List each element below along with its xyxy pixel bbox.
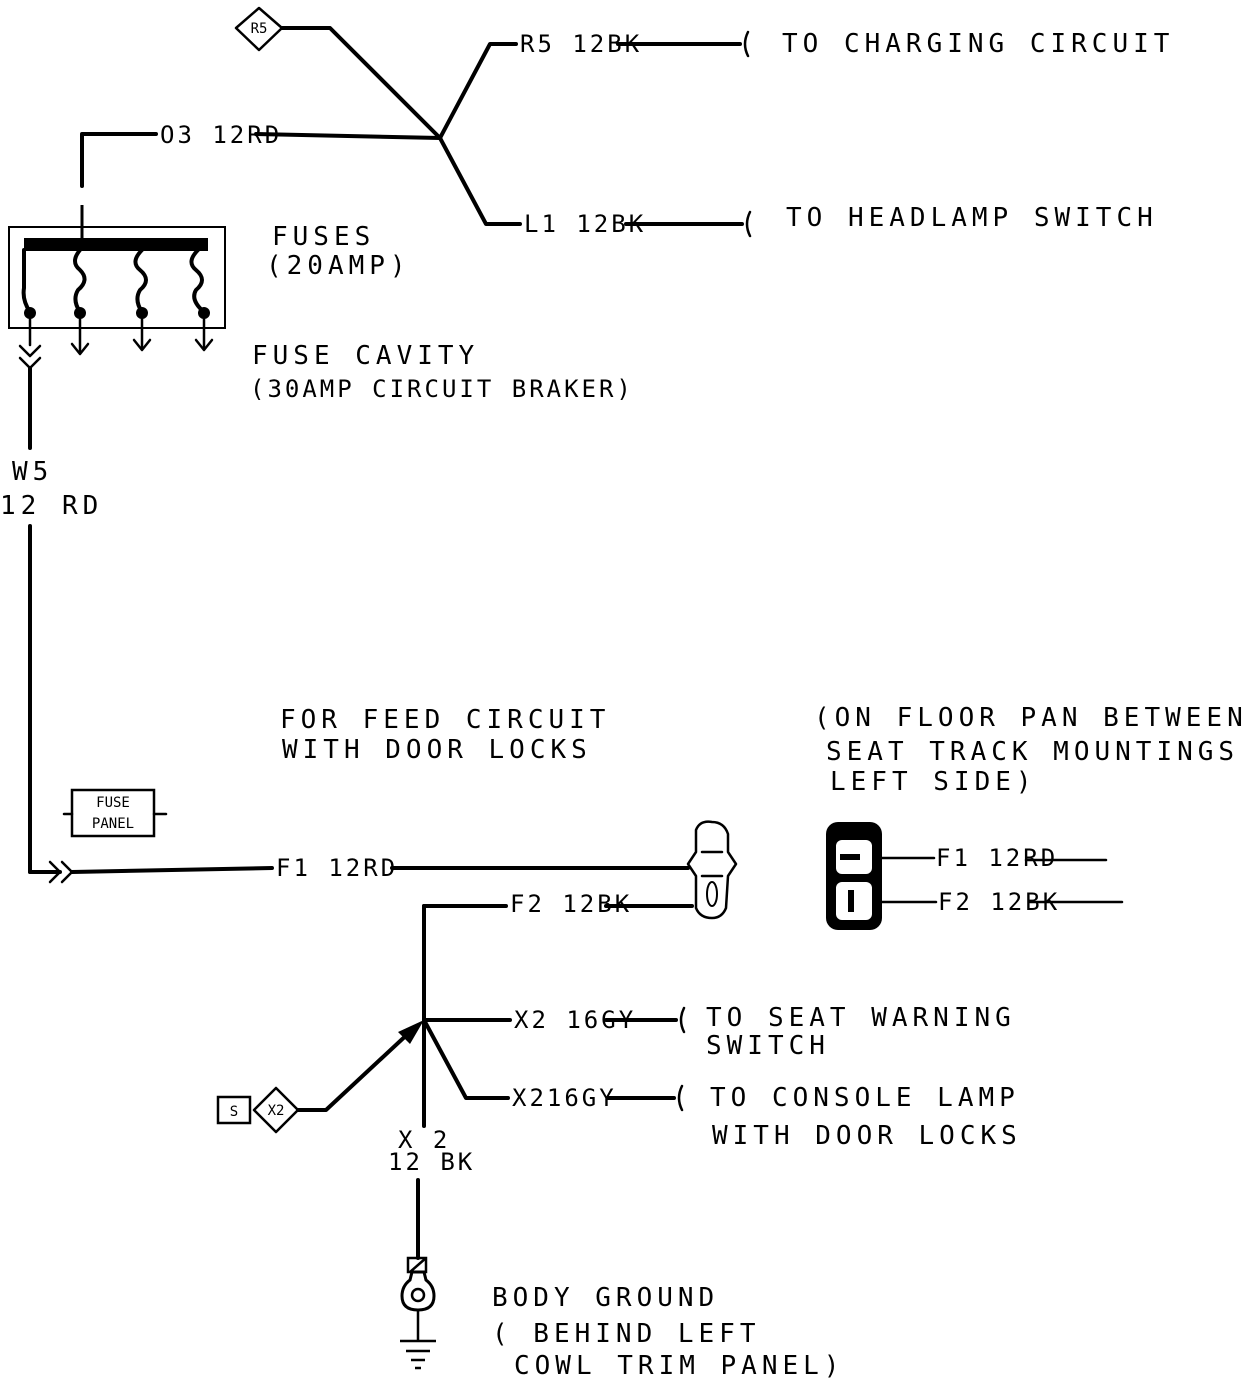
floor-pan-connector bbox=[826, 822, 882, 930]
ground-terminal bbox=[400, 1256, 436, 1342]
fuses-rating: (20AMP) bbox=[266, 251, 411, 281]
svg-text:S: S bbox=[230, 1104, 238, 1120]
svg-text:PANEL: PANEL bbox=[92, 816, 134, 832]
console-destination-2: WITH DOOR LOCKS bbox=[712, 1121, 1022, 1151]
l1-branch-wire bbox=[438, 136, 522, 226]
ground-icon bbox=[400, 1339, 436, 1370]
console-terminator bbox=[677, 1084, 684, 1112]
r5-branch-wire bbox=[438, 42, 518, 140]
seat-destination-2: SWITCH bbox=[706, 1031, 830, 1061]
floor-pan-note: (ON FLOOR PAN BETWEEN bbox=[814, 703, 1248, 733]
ground-location-note: ( BEHIND LEFT bbox=[492, 1319, 761, 1349]
headlamp-destination: TO HEADLAMP SWITCH bbox=[786, 203, 1158, 233]
x2-feed-arrow bbox=[398, 1020, 424, 1044]
feed-circuit-note: FOR FEED CIRCUIT bbox=[280, 705, 610, 735]
charging-terminator bbox=[743, 30, 750, 58]
left-side-note: LEFT SIDE) bbox=[830, 767, 1037, 797]
seat-terminator bbox=[679, 1006, 686, 1034]
circuit-breaker-note: (30AMP CIRCUIT BRAKER) bbox=[250, 375, 634, 403]
body-ground-note: BODY GROUND bbox=[492, 1283, 719, 1313]
fuse-panel-box: FUSE PANEL bbox=[62, 788, 168, 838]
x2-console-wire-label: X216GY bbox=[512, 1084, 617, 1112]
w5-wire-gauge: 12 RD bbox=[0, 491, 103, 521]
console-destination: TO CONSOLE LAMP bbox=[710, 1083, 1020, 1113]
x2-connector: X2 bbox=[252, 1086, 300, 1134]
headlamp-terminator bbox=[745, 210, 752, 238]
fuses-note: FUSES bbox=[272, 222, 375, 252]
cowl-trim-note: COWL TRIM PANEL) bbox=[514, 1351, 844, 1381]
door-lock-connector-side bbox=[686, 820, 738, 920]
seat-track-note: SEAT TRACK MOUNTINGS bbox=[826, 737, 1239, 767]
fuse-block bbox=[8, 205, 226, 370]
svg-text:FUSE: FUSE bbox=[96, 795, 130, 811]
x2-console-wire bbox=[422, 1018, 510, 1100]
x2-ground-label: X 2 bbox=[398, 1126, 450, 1154]
f1-connector-pin-label: F1 12RD bbox=[936, 844, 1058, 872]
seat-destination: TO SEAT WARNING bbox=[706, 1003, 1016, 1033]
o3-lead bbox=[254, 132, 442, 140]
s-connector: S bbox=[216, 1095, 252, 1125]
r5-connector: R5 bbox=[234, 6, 284, 52]
f1-connector-chevron bbox=[48, 860, 62, 884]
l1-wire-label: L1 12BK bbox=[524, 210, 646, 238]
charging-destination: TO CHARGING CIRCUIT bbox=[782, 29, 1174, 59]
f1-wire-label: F1 12RD bbox=[276, 854, 398, 882]
svg-text:R5: R5 bbox=[251, 21, 268, 37]
f1-wire bbox=[70, 866, 274, 874]
x2-feed-wire bbox=[296, 1028, 414, 1112]
svg-text:X2: X2 bbox=[268, 1103, 285, 1119]
door-locks-note: WITH DOOR LOCKS bbox=[282, 735, 592, 765]
o3-wire bbox=[80, 132, 158, 188]
w5-wire-label: W5 bbox=[12, 457, 53, 487]
r5-feed-wire bbox=[280, 26, 442, 140]
fuse-cavity-note: FUSE CAVITY bbox=[252, 341, 479, 371]
x2-ground-gauge: 12 BK bbox=[388, 1148, 475, 1176]
